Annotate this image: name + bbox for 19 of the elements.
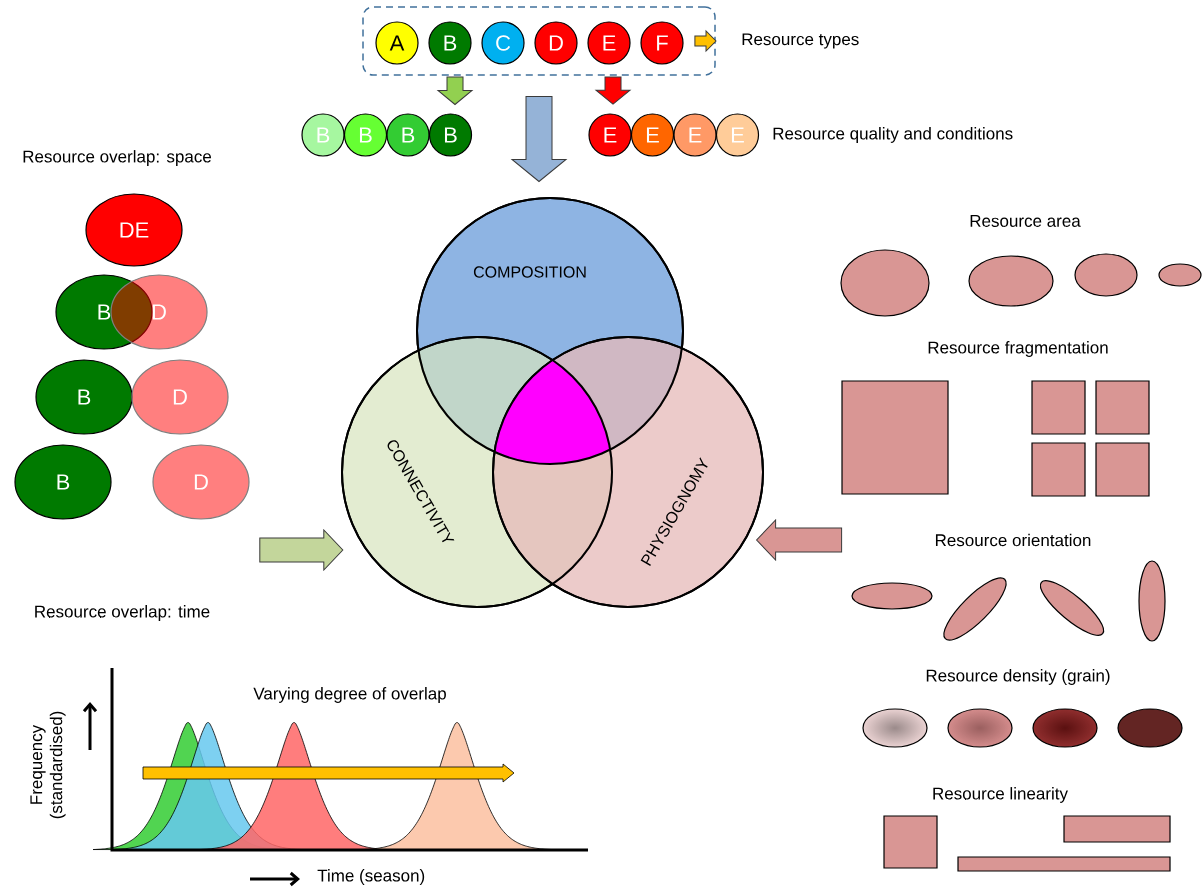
- block-arrow: [259, 529, 344, 571]
- block-arrow: [694, 30, 717, 52]
- block-arrow: [595, 76, 631, 105]
- caption-text: Resource area: [970, 215, 1081, 227]
- heading-text: Resource types: [742, 33, 859, 49]
- caption-text: Resource fragmentation: [928, 341, 1108, 357]
- block-arrow: [437, 76, 473, 105]
- caption-text: Time (season): [317, 869, 425, 885]
- caption-text: Resource density (grain): [926, 669, 1110, 685]
- caption-text: Resource linearity: [933, 787, 1068, 803]
- block-arrow: [511, 96, 567, 182]
- caption-text: Resource quality and conditions: [773, 127, 1013, 143]
- dashed-group-box: [362, 6, 716, 76]
- caption-text: Resource overlap: time: [35, 605, 210, 621]
- caption-text: Varying degree of overlap: [253, 687, 446, 703]
- block-arrow: [756, 519, 843, 561]
- caption-text: Frequency (standardised): [30, 711, 66, 819]
- caption-text: Resource orientation: [935, 533, 1091, 547]
- caption-text: Resource overlap: space: [23, 150, 212, 166]
